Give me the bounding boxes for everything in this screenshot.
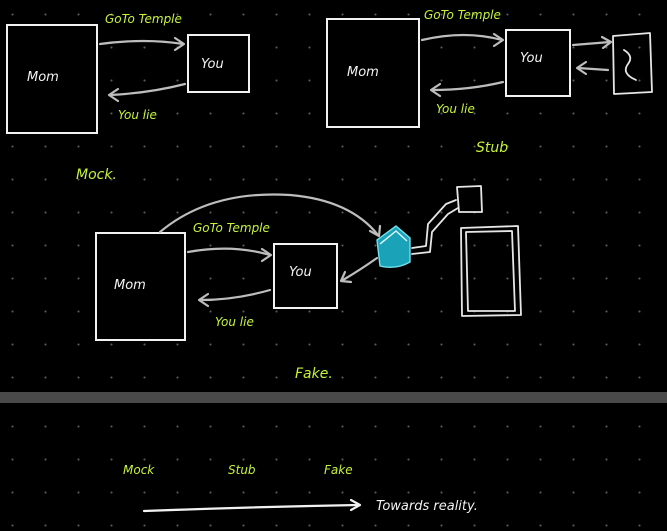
- arrow-you-lie: [200, 290, 270, 300]
- spectrum-section: Mock Stub Fake Towards reality.: [123, 463, 478, 514]
- arrow-you-lie: [432, 82, 503, 90]
- diagram-stub: Mom You GoTo Temple You lie Stub: [327, 8, 652, 156]
- temple-tower-icon: [457, 186, 482, 212]
- you-lie-label: You lie: [215, 315, 254, 329]
- spectrum-fake: Fake: [324, 463, 353, 477]
- fake-caption: Fake.: [295, 366, 333, 382]
- spectrum-mock: Mock: [123, 463, 155, 477]
- arrow-from-stub: [578, 68, 608, 70]
- arrow-house-to-you: [343, 258, 377, 280]
- you-lie-label: You lie: [118, 108, 157, 122]
- arrow-you-lie: [110, 84, 185, 95]
- mock-caption: Mock.: [76, 167, 117, 183]
- arrow-goto-temple: [100, 41, 183, 44]
- reality-arrow: [144, 505, 358, 511]
- you-label: You: [520, 51, 543, 66]
- goto-temple-label: GoTo Temple: [424, 8, 501, 22]
- goto-temple-label: GoTo Temple: [105, 12, 182, 26]
- spectrum-stub: Stub: [228, 463, 256, 477]
- arrow-goto-temple: [422, 35, 502, 40]
- real-temple-outline: [466, 231, 515, 311]
- you-lie-label: You lie: [436, 102, 475, 116]
- mom-label: Mom: [114, 278, 146, 293]
- you-label: You: [201, 57, 224, 72]
- you-label: You: [289, 265, 312, 280]
- stub-document-icon: [613, 33, 652, 94]
- mom-label: Mom: [347, 65, 379, 80]
- diagram-fake: Mom You GoTo Temple You lie Fake.: [96, 186, 521, 382]
- goto-temple-label: GoTo Temple: [193, 221, 270, 235]
- link-to-real-temple: [412, 200, 456, 248]
- diagram-mock: Mom You GoTo Temple You lie Mock.: [7, 12, 249, 183]
- stub-caption: Stub: [476, 140, 508, 156]
- arrow-to-stub: [573, 42, 610, 45]
- arrow-goto-temple: [188, 249, 270, 255]
- towards-reality-label: Towards reality.: [376, 499, 478, 514]
- stub-scribble-icon: [624, 50, 636, 80]
- mom-label: Mom: [27, 70, 59, 85]
